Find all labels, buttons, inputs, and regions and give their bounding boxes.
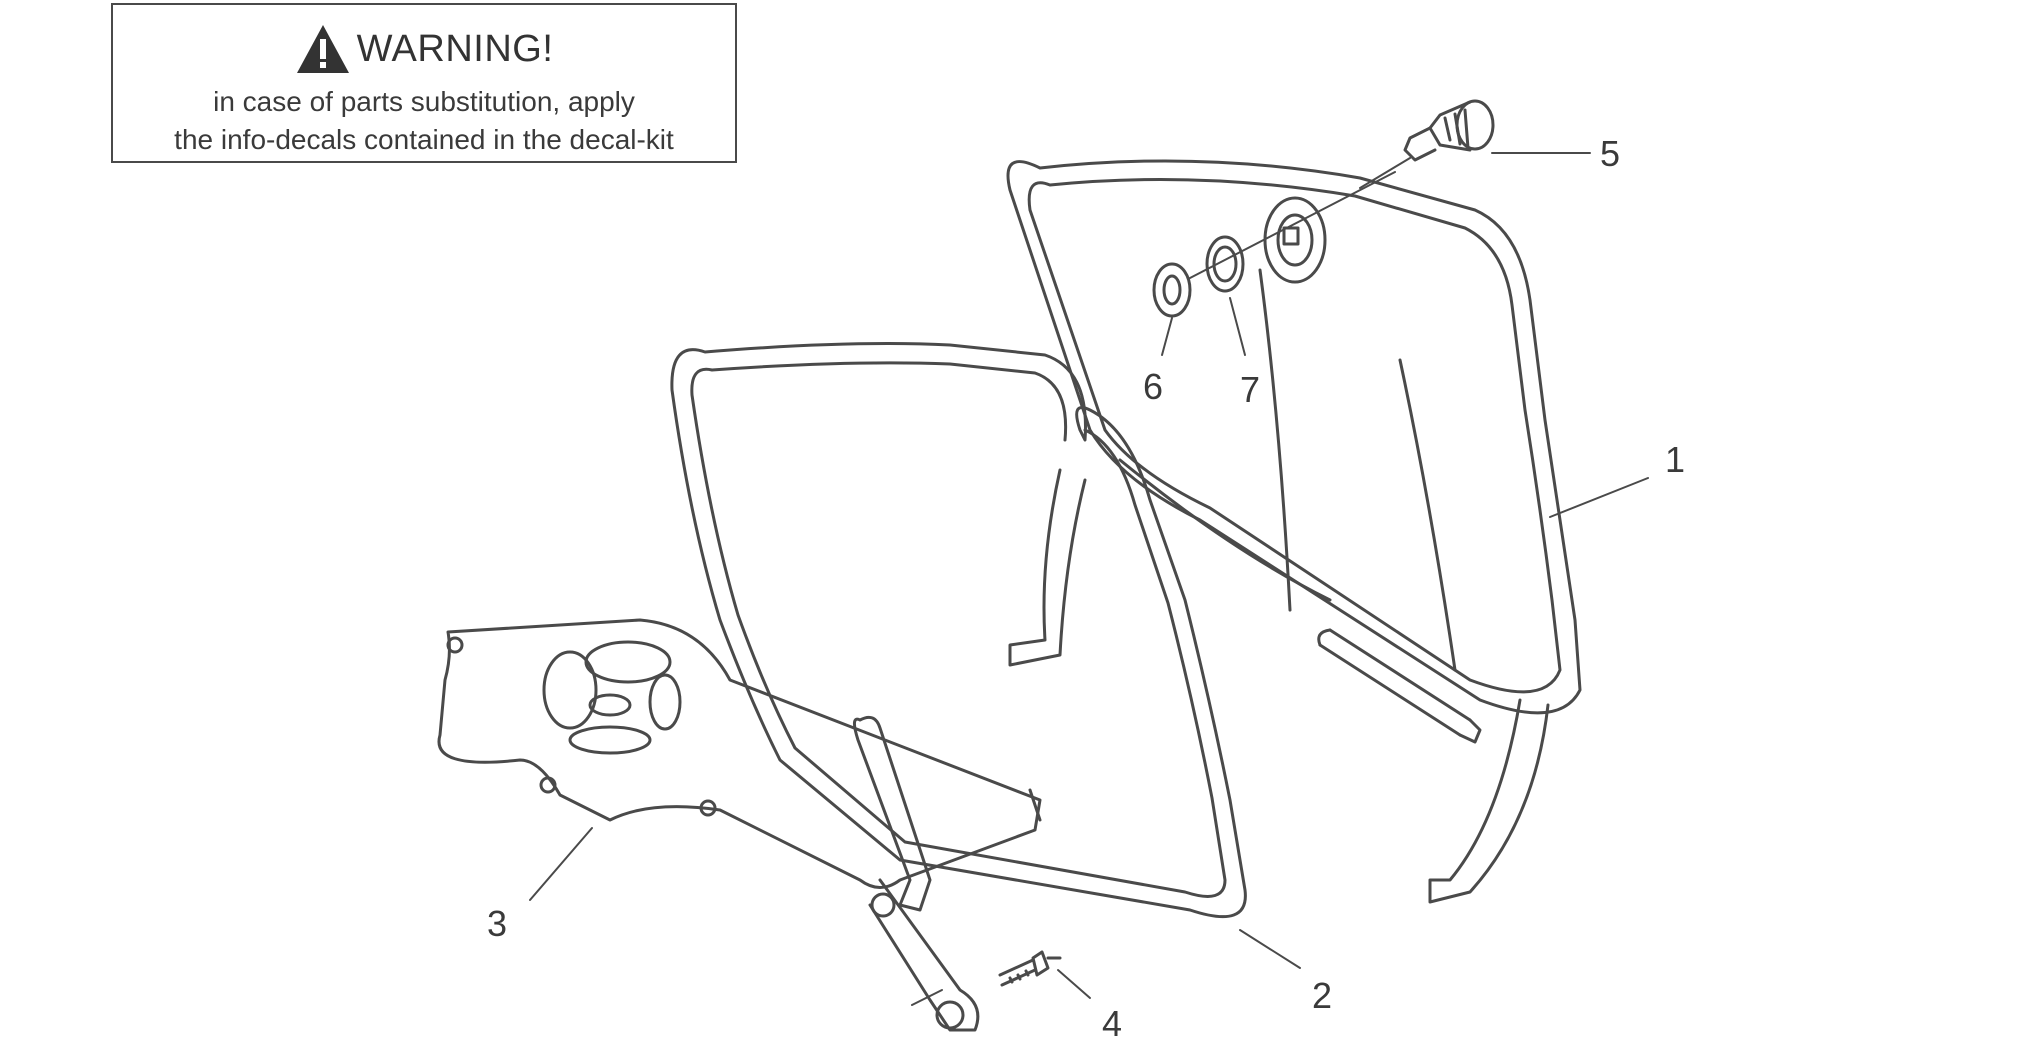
part-6-nut (1152, 262, 1192, 318)
leader-2 (1239, 929, 1301, 969)
leader-7 (1229, 297, 1246, 356)
axis-line (1189, 171, 1396, 279)
part-7-washer (1205, 235, 1245, 293)
warning-title-row: WARNING! (113, 19, 735, 79)
leader-3 (529, 827, 593, 901)
callout-2: 2 (1312, 975, 1332, 1016)
leader-6 (1161, 317, 1173, 356)
callout-4: 4 (1102, 1003, 1122, 1038)
warning-triangle-icon (296, 25, 349, 73)
warning-text-line-1: in case of parts substitution, apply (213, 86, 635, 117)
callout-3: 3 (487, 903, 507, 944)
callout-1: 1 (1665, 439, 1685, 480)
warning-text-line-2: the info-decals contained in the decal-k… (174, 124, 674, 155)
part-4-screw (998, 950, 1062, 987)
callout-5: 5 (1600, 133, 1620, 174)
leader-4-secondary (911, 989, 943, 1006)
part-2-front-frame (670, 342, 1247, 919)
warning-title: WARNING! (356, 28, 554, 70)
leader-4 (1057, 969, 1091, 999)
leader-1 (1549, 477, 1649, 518)
callout-6: 6 (1143, 366, 1163, 407)
axis-line-upper (1359, 157, 1411, 189)
leader-lines (529, 152, 1649, 1006)
bushing (1263, 196, 1327, 284)
callout-7: 7 (1240, 369, 1260, 410)
part-5-knob (1403, 99, 1495, 162)
warning-box: WARNING! in case of parts substitution, … (111, 3, 737, 163)
part-1-rear-frame (1006, 159, 1582, 904)
part-3-mounting-plate (437, 618, 1042, 1032)
